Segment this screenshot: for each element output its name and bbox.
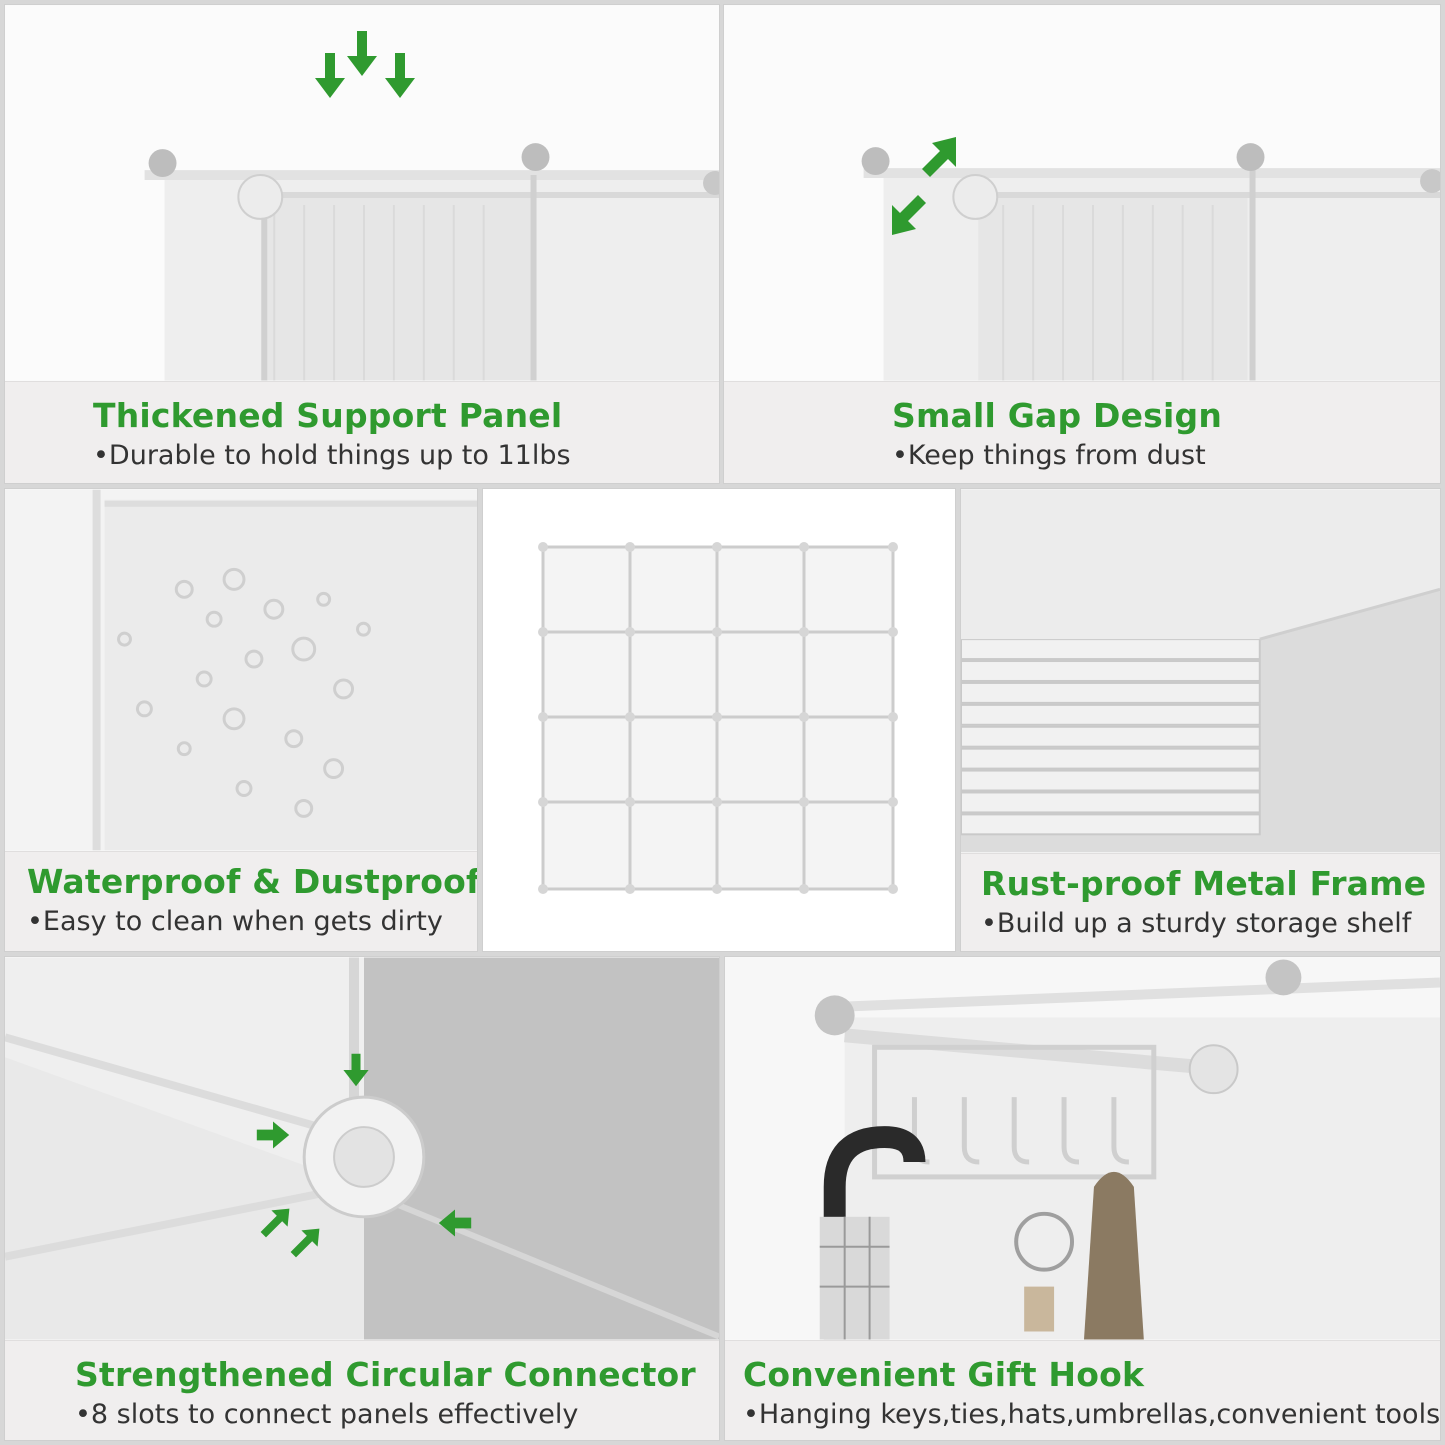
hook-photo	[725, 957, 1440, 1340]
feature-title: Strengthened Circular Connector	[75, 1355, 696, 1394]
feature-subtitle: •Keep things from dust	[892, 440, 1206, 471]
arrow-diagonal-icon	[260, 1208, 290, 1238]
feature-panel-frame: Rust-proof Metal Frame •Build up a sturd…	[960, 488, 1441, 952]
support-panel-photo	[5, 5, 719, 381]
arrow-down-icon	[343, 1053, 369, 1087]
caption-support: Thickened Support Panel •Durable to hold…	[5, 381, 719, 483]
feature-subtitle: •8 slots to connect panels effectively	[75, 1399, 579, 1430]
feature-title: Convenient Gift Hook	[743, 1355, 1145, 1394]
feature-panel-waterproof: Waterproof & Dustproof •Easy to clean wh…	[4, 488, 478, 952]
caption-hook: Convenient Gift Hook •Hanging keys,ties,…	[725, 1340, 1441, 1440]
connector-illustration	[5, 957, 719, 1340]
caption-frame: Rust-proof Metal Frame •Build up a sturd…	[961, 853, 1440, 951]
caption-connector: Strengthened Circular Connector •8 slots…	[5, 1340, 719, 1440]
feature-subtitle: •Durable to hold things up to 11lbs	[93, 440, 571, 471]
frame-illustration	[961, 489, 1440, 853]
connector-photo	[5, 957, 719, 1340]
arrow-down-icon	[315, 31, 415, 98]
frame-photo	[961, 489, 1440, 853]
feature-title: Small Gap Design	[892, 396, 1223, 435]
feature-subtitle: •Hanging keys,ties,hats,umbrellas,conven…	[743, 1399, 1441, 1430]
cube-shelf-illustration	[538, 542, 898, 894]
hook-illustration	[725, 957, 1440, 1340]
gap-photo	[724, 5, 1440, 381]
gap-illustration	[724, 5, 1440, 381]
arrow-right-icon	[256, 1121, 290, 1149]
feature-title: Rust-proof Metal Frame	[981, 864, 1427, 903]
caption-gap: Small Gap Design •Keep things from dust	[724, 381, 1440, 483]
feature-panel-connector: Strengthened Circular Connector •8 slots…	[4, 956, 720, 1441]
feature-title: Waterproof & Dustproof	[27, 862, 478, 901]
waterproof-illustration	[5, 489, 477, 851]
feature-panel-support: Thickened Support Panel •Durable to hold…	[4, 4, 720, 484]
arrow-left-icon	[438, 1209, 472, 1237]
product-panel	[482, 488, 956, 952]
feature-title: Thickened Support Panel	[93, 396, 563, 435]
feature-subtitle: •Build up a sturdy storage shelf	[981, 908, 1412, 939]
waterproof-photo	[5, 489, 477, 851]
feature-panel-gap: Small Gap Design •Keep things from dust	[723, 4, 1441, 484]
arrow-diagonal-icon	[290, 1228, 320, 1258]
caption-waterproof: Waterproof & Dustproof •Easy to clean wh…	[5, 851, 478, 951]
feature-subtitle: •Easy to clean when gets dirty	[27, 906, 443, 937]
feature-panel-hook: Convenient Gift Hook •Hanging keys,ties,…	[724, 956, 1441, 1441]
arrow-diagonal-icon	[892, 137, 956, 235]
